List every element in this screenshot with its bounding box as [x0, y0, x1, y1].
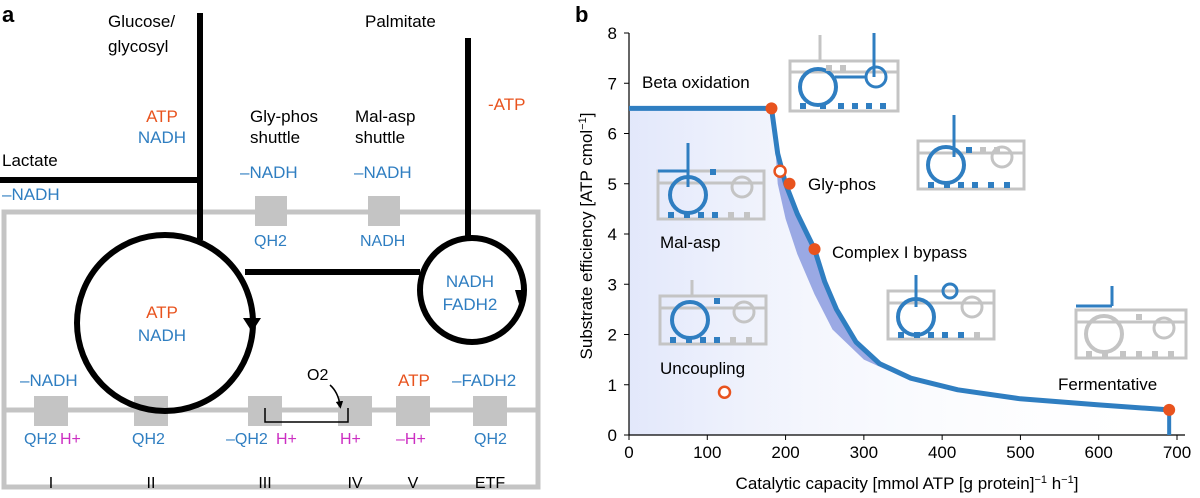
x-tick-label: 0 [624, 443, 633, 462]
y-tick-label: 1 [608, 376, 617, 395]
glyphos-cost: –NADH [240, 163, 298, 182]
etf-box [473, 396, 507, 426]
malasp-label-2: shuttle [355, 128, 405, 147]
icon-uncoupling [658, 280, 768, 346]
glucose-label-1: Glucose/ [108, 12, 175, 31]
etf-top: –FADH2 [452, 371, 516, 390]
glyphos-label-1: Gly-phos [250, 107, 318, 126]
label-gly-phos: Gly-phos [808, 175, 876, 194]
x-tick-label: 100 [693, 443, 721, 462]
malasp-shuttle-box [368, 196, 400, 226]
y-tick-label: 3 [608, 275, 617, 294]
small-cycle-arrowhead [515, 290, 523, 304]
palmitate-label: Palmitate [365, 12, 436, 31]
small-cycle-fadh: FADH2 [443, 295, 498, 314]
panel-b: b 0 100 200 300 400 500 600 700 0 1 2 3 4 5 6 7 8 Cataly… [575, 2, 1191, 493]
tca-cycle-big [74, 232, 256, 414]
big-cycle-nadh: NADH [138, 326, 186, 345]
complex-I-qh: QH2 [24, 431, 57, 448]
small-cycle-nadh: NADH [446, 272, 494, 291]
panel-b-label: b [575, 2, 588, 27]
x-tick-label: 200 [771, 443, 799, 462]
complex-II-label: QH2 [132, 431, 165, 448]
label-mal-asp: Mal-asp [660, 233, 720, 252]
label-III: III [258, 475, 271, 492]
point-gly-phos [783, 177, 796, 190]
point-complex-i-bypass [808, 243, 821, 256]
complex-V-box [396, 396, 430, 426]
axis-ticks: 0 100 200 300 400 500 600 700 0 1 2 3 4 5 6 7 8 [608, 24, 1192, 462]
y-tick-label: 4 [608, 225, 617, 244]
point-uncoupling [717, 385, 732, 400]
label-II: II [147, 475, 156, 492]
data-points [717, 102, 1176, 416]
label-IV: IV [347, 475, 362, 492]
malasp-box-label: NADH [360, 233, 405, 250]
complex-IV-label: H+ [340, 431, 361, 448]
y-tick-label: 0 [608, 426, 617, 445]
complex-III-h: H+ [276, 431, 297, 448]
label-V: V [408, 475, 419, 492]
complex-IV-box [338, 396, 372, 426]
feasible-region [629, 108, 1177, 436]
pareto-frontier-line [629, 105, 1170, 413]
complex-V-label: –H+ [396, 431, 426, 448]
label-beta-oxidation: Beta oxidation [642, 73, 750, 92]
glyphos-shuttle-box [255, 196, 287, 226]
complex-V-top: ATP [398, 371, 430, 390]
etf-bottom: QH2 [474, 431, 507, 448]
glyphos-box-label: QH2 [254, 233, 287, 250]
y-tick-label: 5 [608, 175, 617, 194]
y-tick-label: 2 [608, 326, 617, 345]
label-fermentative: Fermentative [1058, 375, 1157, 394]
y-axis-title: Substrate efficiency [ATP cmol−1] [577, 113, 596, 360]
lactate-cost: –NADH [2, 185, 60, 204]
point-mal-asp [773, 164, 787, 178]
point-fermentative [1163, 403, 1176, 416]
complex-III-qh: –QH2 [226, 431, 268, 448]
big-cycle-atp: ATP [146, 303, 178, 322]
malasp-cost: –NADH [354, 163, 412, 182]
x-tick-label: 500 [1006, 443, 1034, 462]
nadh-top: NADH [138, 128, 186, 147]
label-uncoupling: Uncoupling [660, 359, 745, 378]
x-tick-label: 400 [928, 443, 956, 462]
icon-beta-oxidation [788, 33, 900, 113]
lactate-label: Lactate [2, 151, 58, 170]
icon-gly-phos [916, 115, 1026, 191]
label-complex-I-bypass: Complex I bypass [832, 243, 967, 262]
panel-a: a Glucose/ glycosyl Palmitate ATP NADH - [0, 2, 541, 492]
complex-I-box [34, 396, 68, 426]
label-ETF: ETF [475, 475, 505, 492]
panel-a-label: a [2, 2, 15, 27]
x-tick-label: 700 [1163, 443, 1191, 462]
o2-arrow [329, 384, 344, 409]
icon-complex-I-bypass [886, 275, 996, 341]
icon-mal-asp [656, 143, 766, 221]
point-beta-oxidation [765, 102, 778, 115]
glyphos-label-2: shuttle [250, 128, 300, 147]
x-tick-label: 600 [1085, 443, 1113, 462]
icon-fermentative [1074, 286, 1188, 360]
y-tick-label: 8 [608, 24, 617, 43]
label-I: I [49, 475, 53, 492]
glucose-label-2: glycosyl [108, 37, 168, 56]
neg-atp: -ATP [488, 95, 525, 114]
y-tick-label: 6 [608, 125, 617, 144]
complex-I-top: –NADH [20, 371, 78, 390]
complex-I-h: H+ [60, 431, 81, 448]
y-tick-label: 7 [608, 74, 617, 93]
atp-top: ATP [146, 107, 178, 126]
x-tick-label: 300 [850, 443, 878, 462]
big-cycle-arrowhead [243, 318, 261, 332]
x-axis-title: Catalytic capacity [mmol ATP [g protein]… [736, 474, 1079, 493]
beta-ox-cycle-small [417, 235, 527, 345]
iii-iv-bracket [264, 408, 349, 423]
malasp-label-1: Mal-asp [355, 107, 415, 126]
o2-label: O2 [307, 367, 328, 384]
